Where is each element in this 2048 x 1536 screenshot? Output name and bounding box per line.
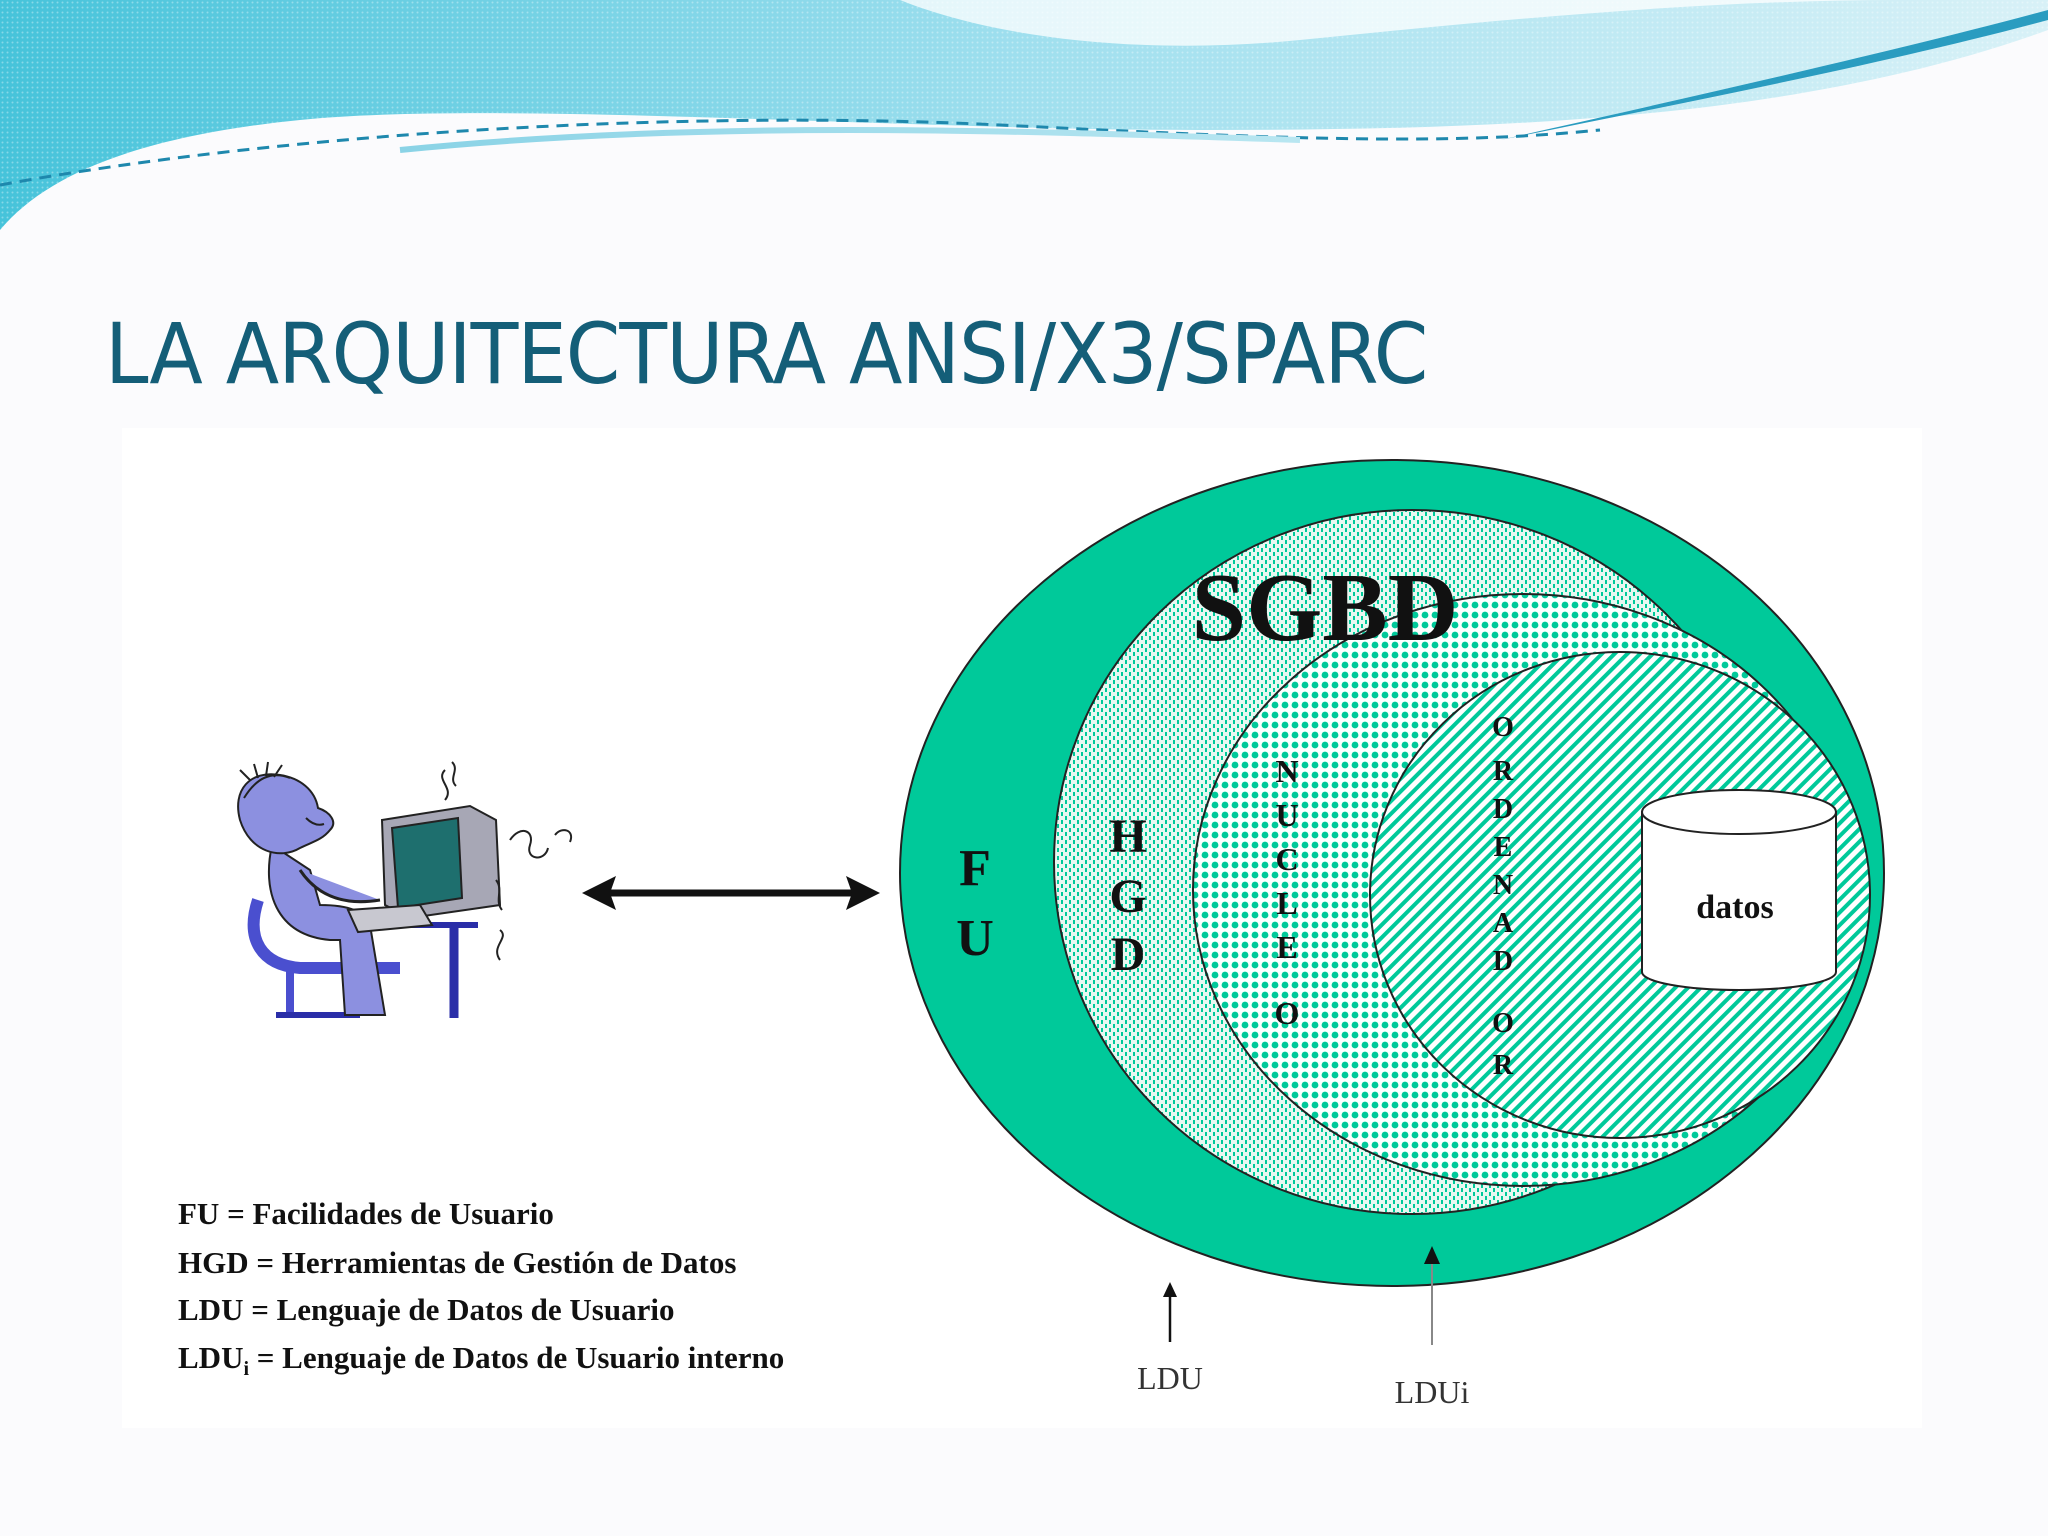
ordenador-layer [1369,651,1871,1139]
ldui-pointer-arrow-icon [1424,1246,1440,1345]
nucleo-letter-1: N [1275,753,1298,789]
nucleo-letter-5: E [1276,929,1297,965]
legend-ldui-rest: = Lenguaje de Datos de Usuario interno [249,1340,785,1375]
legend-ldui: LDUi = Lenguaje de Datos de Usuario inte… [178,1340,784,1381]
ordenador-letter-2: R [1493,756,1514,787]
ordenador-letter-6: A [1493,908,1514,939]
nucleo-letter-4: L [1276,885,1297,921]
fu-letter-1: F [959,840,991,897]
database-cylinder-icon [1641,789,1837,991]
nucleo-letter-2: U [1275,797,1298,833]
sgbd-label: SGBD [1192,554,1459,662]
legend-hgd: HGD = Herramientas de Gestión de Datos [178,1245,737,1280]
legend-ldui-subscript: i [243,1358,250,1381]
legend-ldui-prefix: LDU [178,1340,244,1375]
nucleo-letter-3: C [1275,841,1298,877]
ordenador-letter-7: D [1493,946,1513,977]
ldu-pointer-label: LDU [1137,1360,1203,1396]
hgd-letter-2: G [1109,870,1146,923]
legend-ldu: LDU = Lenguaje de Datos de Usuario [178,1292,675,1327]
ordenador-letter-4: E [1494,832,1513,863]
ordenador-letter-1: O [1492,712,1514,743]
datos-label: datos [1696,889,1773,926]
hgd-letter-1: H [1109,810,1146,863]
ldu-pointer-arrow-icon [1163,1282,1177,1342]
ordenador-letter-9: R [1493,1050,1514,1081]
legend-fu: FU = Facilidades de Usuario [178,1196,554,1231]
ordenador-letter-5: N [1493,870,1513,901]
slide-title: LA ARQUITECTURA ANSI/X3/SPARC [105,305,1428,403]
nucleo-letter-6: O [1275,995,1300,1031]
hgd-letter-3: D [1111,928,1146,981]
ordenador-letter-3: D [1493,794,1513,825]
ordenador-letter-8: O [1492,1008,1514,1039]
bidirectional-arrow-icon [582,876,880,910]
header-wave-decoration [0,0,2048,250]
user-at-computer-illustration [237,761,573,1018]
ldui-pointer-label: LDUi [1395,1374,1470,1410]
fu-letter-2: U [956,910,994,967]
